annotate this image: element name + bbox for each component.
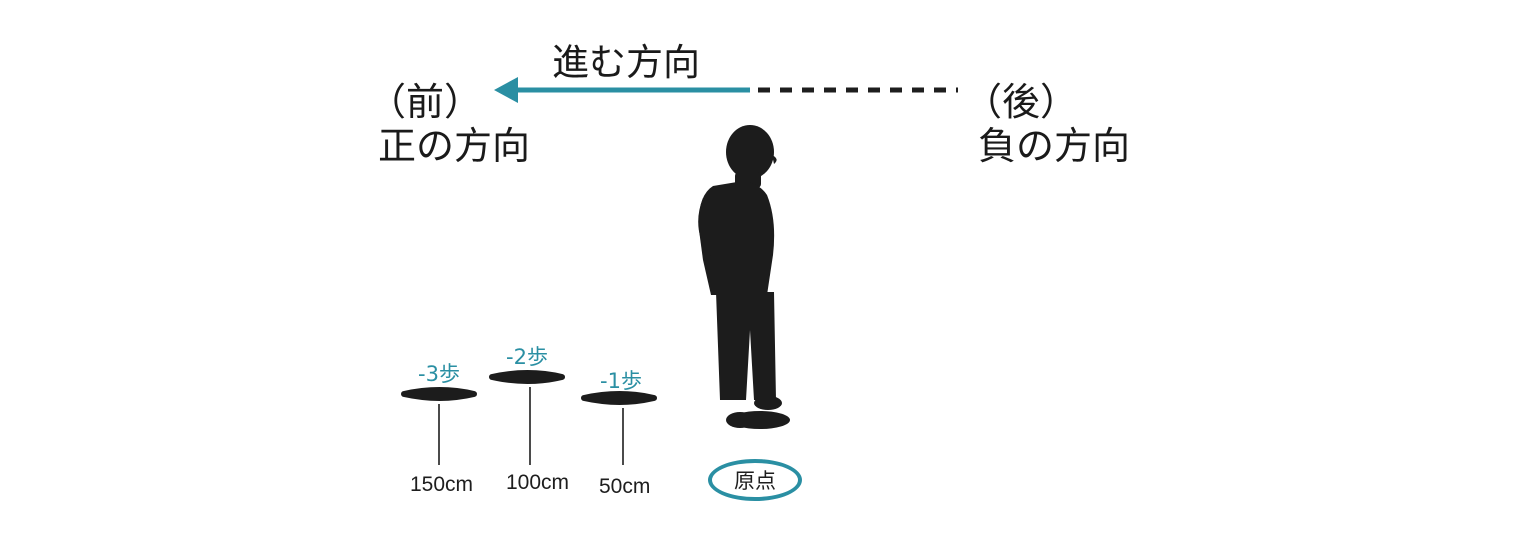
back-label: （後）: [964, 80, 1079, 124]
origin-label: 原点: [734, 469, 776, 493]
footprint-icon: [581, 391, 657, 405]
footprint-icon: [489, 370, 565, 384]
step-label: -3歩: [418, 362, 460, 386]
distance-label: 50cm: [599, 475, 651, 498]
origin-badge: 原点: [708, 459, 802, 501]
step-label: -1歩: [600, 369, 642, 393]
front-label: （前）: [368, 80, 483, 124]
negative-direction-label: 負の方向: [978, 124, 1131, 168]
distance-label: 150cm: [410, 473, 474, 496]
distance-label: 100cm: [506, 471, 570, 494]
person-silhouette-icon: [698, 125, 790, 429]
step-label: -2歩: [506, 345, 548, 369]
direction-arrowhead-icon: [494, 77, 518, 103]
direction-label: 進む方向: [552, 41, 700, 84]
footprint-icon: [401, 387, 477, 401]
positive-direction-label: 正の方向: [378, 124, 531, 168]
